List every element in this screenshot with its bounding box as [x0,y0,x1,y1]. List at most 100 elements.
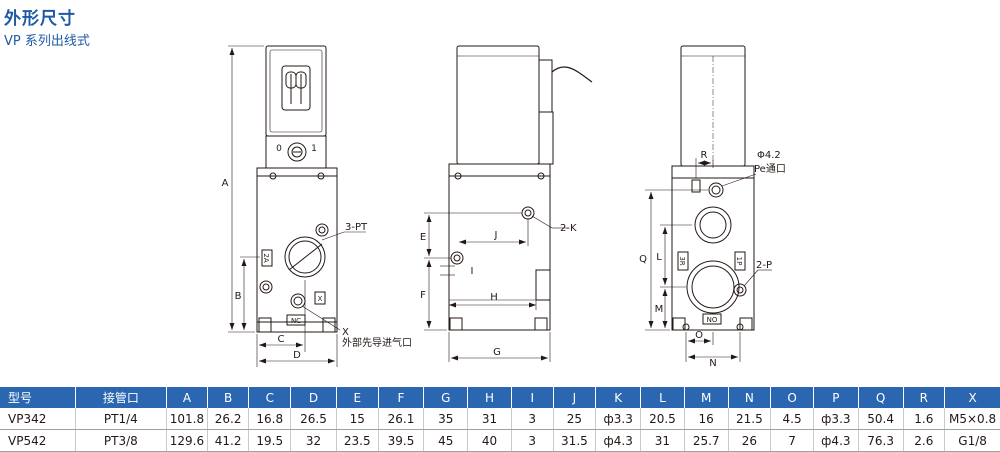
table-cell: VP342 [0,408,75,430]
col-header: K [595,387,641,408]
svg-text:X: X [342,327,349,338]
svg-text:2-P: 2-P [756,260,772,271]
table-cell: ф3.3 [595,408,641,430]
svg-text:R: R [701,150,708,161]
col-header: C [248,387,291,408]
col-header: X [944,387,1000,408]
svg-text:H: H [490,292,498,303]
table-cell: 7 [770,429,814,452]
spec-table: 型号 接管口 A B C D E F G H I J K L M N O P Q… [0,387,1000,452]
table-cell: 1.6 [902,408,945,430]
table-cell: 26 [727,429,771,452]
table-cell: 50.4 [857,408,904,430]
end-view-text: 3R 1P NO [678,256,743,324]
front-view-text: 0 1 2A X NC [262,144,323,325]
col-header: B [206,387,249,408]
svg-text:2A: 2A [262,253,270,262]
table-row: VP342 PT1/4 101.8 26.2 16.8 26.5 15 26.1… [0,408,1000,430]
table-cell: 16.8 [248,408,291,430]
svg-text:0: 0 [276,144,282,154]
table-cell: 16 [683,408,729,430]
col-header: F [377,387,424,408]
svg-text:1: 1 [311,144,317,154]
table-cell: 129.6 [166,429,208,452]
svg-text:O: O [695,330,703,341]
svg-text:J: J [494,230,498,241]
table-cell: 31 [640,429,685,452]
table-cell: ф4.3 [812,429,859,452]
svg-text:M: M [655,304,664,315]
col-header: Q [857,387,904,408]
series-subtitle: VP 系列出线式 [4,34,90,49]
page-title: 外形尺寸 [4,9,76,29]
svg-text:A: A [222,178,229,189]
svg-text:Pe通口: Pe通口 [754,163,786,175]
svg-text:NO: NO [707,316,718,324]
col-header: L [640,387,685,408]
side-dimensions [424,212,568,362]
svg-text:Φ4.2: Φ4.2 [757,150,781,161]
table-cell: 25.7 [683,429,729,452]
svg-text:3R: 3R [678,256,686,265]
table-cell: 21.5 [727,408,771,430]
table-cell: 25 [552,408,596,430]
table-cell: 20.5 [640,408,685,430]
table-cell: 31 [467,408,512,430]
svg-text:E: E [420,232,426,243]
svg-text:2-K: 2-K [560,223,577,234]
svg-text:G: G [493,347,501,358]
front-view [256,45,338,333]
svg-text:NC: NC [291,317,301,325]
table-cell: 40 [467,429,512,452]
table-cell: G1/8 [944,429,1000,452]
col-header: G [423,387,468,408]
col-header: P [812,387,859,408]
table-cell: ф3.3 [812,408,859,430]
col-header: M [683,387,729,408]
svg-text:3-PT: 3-PT [345,222,368,233]
svg-text:1P: 1P [735,257,743,266]
table-cell: M5×0.8 [944,408,1000,430]
svg-text:B: B [235,291,242,302]
svg-text:Q: Q [639,254,647,265]
svg-text:L: L [656,252,662,263]
side-view [448,45,593,331]
end-dim-text: R Φ4.2 Pe通口 Q L M O N 2-P [639,150,786,369]
svg-text:D: D [293,350,301,361]
table-cell: 19.5 [248,429,291,452]
table-cell: 101.8 [166,408,208,430]
table-cell: 26.2 [206,408,249,430]
table-cell: 4.5 [770,408,814,430]
table-cell: 41.2 [206,429,249,452]
svg-text:外部先导进气口: 外部先导进气口 [342,336,412,349]
col-header: 型号 [0,387,75,408]
svg-text:N: N [709,358,716,369]
col-header: E [335,387,379,408]
table-cell: PT1/4 [74,408,167,430]
table-cell: 26.1 [377,408,424,430]
col-header: H [467,387,512,408]
svg-text:I: I [471,266,474,277]
table-cell: 15 [335,408,379,430]
table-cell: 32 [290,429,337,452]
table-cell: 39.5 [377,429,424,452]
table-cell: 45 [423,429,468,452]
end-view [671,45,755,331]
table-header-row: 型号 接管口 A B C D E F G H I J K L M N O P Q… [0,387,1000,408]
col-header: J [552,387,596,408]
col-header: O [770,387,814,408]
table-cell: 76.3 [857,429,904,452]
table-cell: 26.5 [290,408,337,430]
svg-text:C: C [278,334,285,345]
col-header: 接管口 [74,387,167,408]
dimension-drawing: 0 1 2A X NC A B C D 3-PT X 外部先导进气口 [222,45,786,369]
side-dim-text: E F J H G I 2-K [420,223,577,358]
svg-text:F: F [420,290,426,301]
front-dim-text: A B C D 3-PT X 外部先导进气口 [222,178,412,361]
col-header: I [510,387,554,408]
col-header: R [902,387,945,408]
table-cell: 35 [423,408,468,430]
col-header: N [727,387,771,408]
col-header: A [166,387,208,408]
table-row: VP542 PT3/8 129.6 41.2 19.5 32 23.5 39.5… [0,429,1000,452]
